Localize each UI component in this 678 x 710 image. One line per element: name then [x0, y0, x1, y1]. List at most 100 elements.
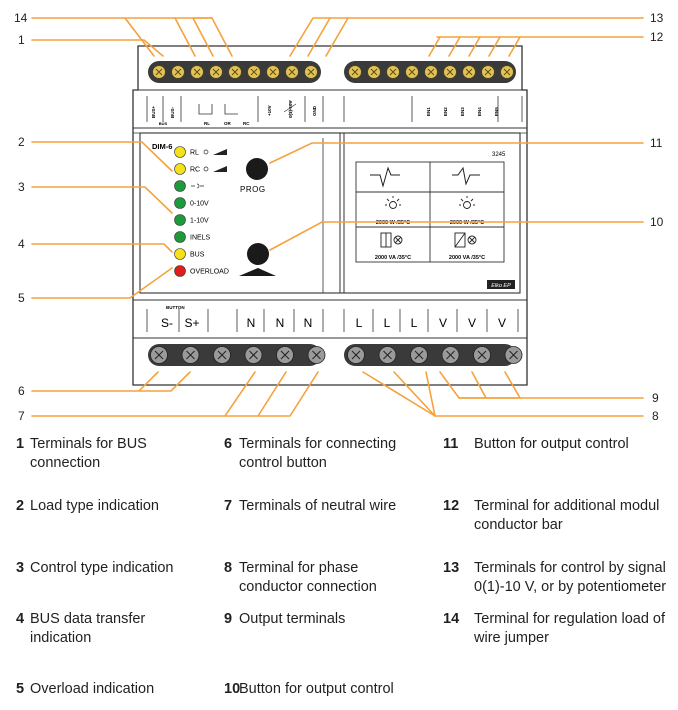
prog-button[interactable] — [246, 158, 268, 180]
legend-text: Load type indication — [30, 498, 159, 514]
callout-9: 9 — [652, 391, 659, 405]
status-led — [174, 248, 186, 260]
led-label: 1-10V — [190, 218, 209, 225]
callout-14: 14 — [14, 11, 28, 25]
bottom-terminal-label: V — [439, 316, 447, 330]
status-led — [174, 197, 186, 209]
product-code: 3245 — [492, 152, 506, 158]
potentiometer-icon — [191, 183, 204, 189]
en-label: EN5 — [494, 107, 499, 116]
rc-label: RC — [243, 121, 250, 126]
bottom-terminal-label: V — [498, 316, 506, 330]
callout-1: 1 — [18, 33, 25, 47]
callout-3: 3 — [18, 180, 25, 194]
bottom-terminal-label: L — [411, 316, 418, 330]
legend-number: 2 — [16, 498, 25, 514]
leading-edge-icon — [452, 166, 480, 186]
bottom-terminal-label: N — [304, 316, 313, 330]
legend-number: 8 — [224, 560, 233, 576]
callout-4: 4 — [18, 237, 25, 251]
bus-label: BUS — [159, 121, 168, 126]
legend-text: Control type indication — [30, 560, 174, 576]
callout-12: 12 — [650, 30, 664, 44]
status-led — [174, 265, 186, 277]
or-label: OR — [224, 121, 232, 126]
led-label: OVERLOAD — [190, 269, 229, 276]
output-control-button[interactable] — [247, 243, 269, 265]
legend-number: 11 — [443, 436, 459, 452]
legend-number: 6 — [224, 436, 233, 452]
bottom-left-terminal-block — [148, 344, 321, 366]
brand-logo — [487, 280, 515, 289]
callout-7: 7 — [18, 409, 25, 423]
led-label: RC — [190, 167, 200, 174]
led-label: INELS — [190, 235, 211, 242]
legend-text: Output terminals — [239, 611, 346, 627]
legend-number: 10 — [224, 681, 241, 697]
status-led — [174, 146, 186, 158]
callout-5: 5 — [18, 291, 25, 305]
callout-11: 11 — [650, 136, 663, 150]
legend-text: Overload indication — [30, 681, 155, 697]
led-label: BUS — [190, 252, 205, 259]
bus-plus-label: BUS+ — [151, 105, 156, 118]
rating-2: 2000 W /35°C — [450, 220, 484, 226]
legend-number: 12 — [443, 498, 460, 514]
status-led — [174, 231, 186, 243]
rating-1: 2000 W /35°C — [376, 220, 410, 226]
rating-table: 2000 W /35°C 2000 W /35°C 2000 VA /35°C … — [355, 161, 505, 263]
bottom-terminal-label: N — [276, 316, 285, 330]
legend-number: 13 — [443, 560, 460, 576]
legend-number: 5 — [16, 681, 25, 697]
rating-4: 2000 VA /35°C — [449, 255, 485, 261]
transformer-icon — [380, 232, 477, 248]
plus10v-label: +10V — [267, 105, 272, 116]
brand-label: Elko EP — [491, 283, 511, 289]
en-label: EN1 — [426, 107, 431, 116]
status-led — [174, 180, 186, 192]
callout-10: 10 — [650, 215, 664, 229]
legend-number: 4 — [16, 611, 25, 627]
en-label: EN2 — [443, 107, 448, 116]
legend-text: Button for output control — [474, 436, 629, 452]
callout-6: 6 — [18, 384, 25, 398]
legend-number: 1 — [16, 436, 25, 452]
legend-text: Button for output control — [239, 681, 394, 697]
callout-2: 2 — [18, 135, 25, 149]
bottom-terminal-label: S- — [161, 316, 173, 330]
status-led — [174, 214, 186, 226]
legend-number: 9 — [224, 611, 233, 627]
rl-label: RL — [204, 121, 210, 126]
legend-number: 14 — [443, 611, 460, 627]
trailing-edge-icon — [370, 166, 400, 188]
callout-lines — [31, 17, 644, 417]
callout-numbers: 14 1 2 3 4 5 6 7 13 12 11 10 9 8 — [14, 11, 664, 423]
ramp-icon — [239, 268, 276, 276]
led-label: 0-10V — [190, 201, 209, 208]
rating-3: 2000 VA /35°C — [375, 255, 411, 261]
callout-8: 8 — [652, 409, 659, 423]
legend-number: 7 — [224, 498, 233, 514]
front-panel — [139, 132, 521, 294]
button-label: BUTTON — [166, 305, 185, 310]
bus-minus-label: BUS- — [170, 106, 175, 118]
en-label: EN4 — [477, 107, 482, 116]
bottom-terminal-label: N — [247, 316, 256, 330]
bottom-terminal-label: L — [356, 316, 363, 330]
led-label: RL — [190, 150, 199, 157]
ctrl-label: 0(1)-10V — [288, 100, 293, 118]
gnd-label: GND — [312, 105, 317, 116]
bottom-terminal-label: V — [468, 316, 476, 330]
status-led — [174, 163, 186, 175]
bulb-icon — [385, 196, 475, 209]
bottom-terminal-label: S+ — [184, 316, 199, 330]
